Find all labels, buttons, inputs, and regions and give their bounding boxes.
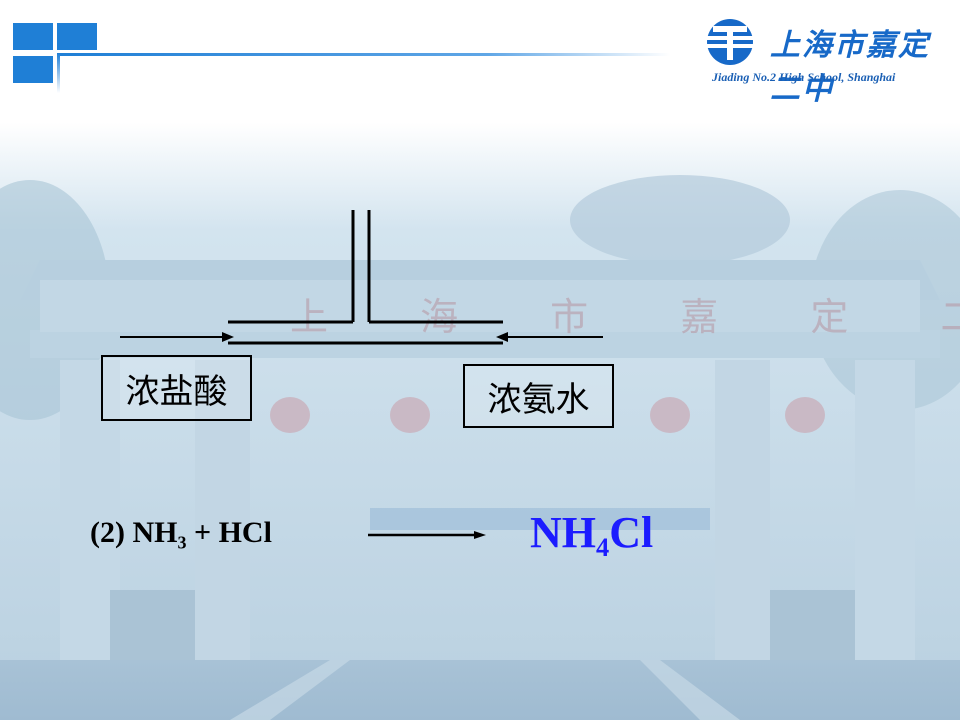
reaction-arrow-head	[474, 531, 486, 539]
svg-text:上 海 市 嘉 定 二 中: 上 海 市 嘉 定 二 中	[290, 295, 960, 339]
left-arrow-head	[222, 332, 234, 342]
label-conc-hydrochloric-acid: 浓盐酸	[101, 355, 252, 421]
school-logo	[695, 19, 765, 65]
school-name-en: Jiading No.2 High School, Shanghai	[712, 70, 896, 84]
corner-square-1	[13, 23, 53, 50]
header-line	[60, 53, 670, 56]
label-conc-ammonia-water: 浓氨水	[463, 364, 614, 428]
corner-square-3	[13, 56, 53, 83]
corner-square-2	[57, 23, 97, 50]
equation-subscript-3: 3	[177, 532, 187, 553]
label-conc-ammonia-water-text: 浓氨水	[487, 379, 590, 420]
equation-prefix: (2) NH	[90, 516, 178, 549]
right-arrow-head	[496, 332, 508, 342]
header-vertical-line	[57, 53, 60, 93]
product-subscript-4: 4	[596, 532, 610, 563]
school-name-cn: 上海市嘉定二中	[770, 28, 930, 107]
product-main: NH	[530, 508, 596, 557]
product-end: Cl	[609, 508, 654, 557]
reaction-product: NH4Cl	[530, 507, 653, 563]
label-conc-hydrochloric-acid-text: 浓盐酸	[125, 371, 228, 412]
equation-middle: + HCl	[186, 516, 272, 549]
reaction-equation: (2) NH3 + HCl	[90, 516, 272, 553]
